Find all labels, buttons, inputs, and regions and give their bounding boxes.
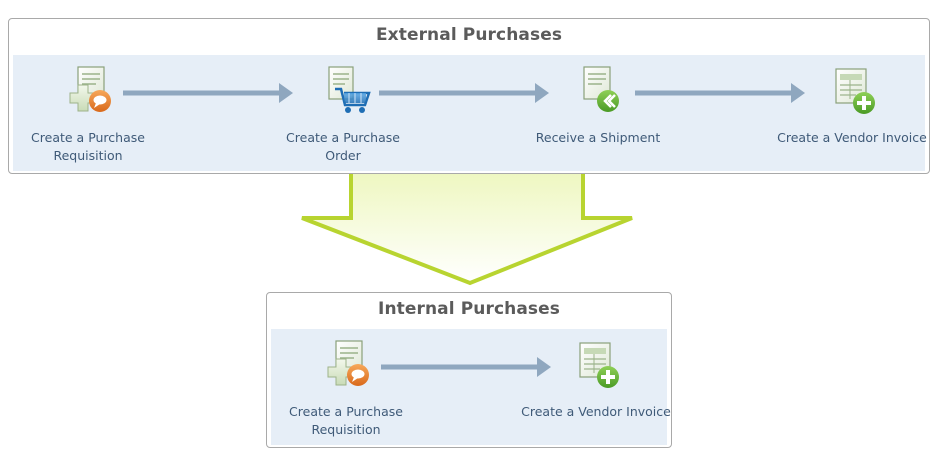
vendor-invoice-icon: [579, 342, 619, 388]
step-create-purchase-order[interactable]: Create a Purchase Order: [268, 63, 418, 165]
requisition-icon: [69, 66, 111, 112]
requisition-icon: [327, 340, 369, 386]
flow-arrow: [635, 83, 805, 103]
step-label: Create a Purchase Order: [286, 130, 400, 163]
step-label: Create a Purchase Requisition: [31, 130, 145, 163]
external-purchases-panel: External Purchases Create a Purchase Req…: [8, 18, 930, 174]
external-purchases-band: [13, 55, 925, 171]
internal-purchases-title: Internal Purchases: [378, 299, 560, 319]
step-create-vendor-invoice[interactable]: Create a Vendor Invoice: [521, 337, 671, 421]
step-label: Create a Purchase Requisition: [289, 404, 403, 437]
vendor-invoice-icon: [835, 68, 875, 114]
flow-arrow: [381, 357, 551, 377]
purchase-order-cart-icon: [328, 66, 371, 113]
flow-arrow: [379, 83, 549, 103]
step-receive-shipment[interactable]: Receive a Shipment: [523, 63, 673, 147]
step-label: Create a Vendor Invoice: [777, 130, 927, 145]
flow-arrow: [123, 83, 293, 103]
step-label: Receive a Shipment: [535, 130, 661, 145]
step-create-vendor-invoice[interactable]: Create a Vendor Invoice: [777, 63, 927, 147]
receive-shipment-icon: [583, 66, 619, 112]
step-create-purchase-requisition[interactable]: Create a Purchase Requisition: [13, 63, 163, 165]
external-purchases-title: External Purchases: [375, 25, 563, 45]
internal-purchases-panel: Internal Purchases Create a Purchase Req…: [266, 292, 672, 448]
step-create-purchase-requisition[interactable]: Create a Purchase Requisition: [271, 337, 421, 439]
step-label: Create a Vendor Invoice: [521, 404, 671, 419]
